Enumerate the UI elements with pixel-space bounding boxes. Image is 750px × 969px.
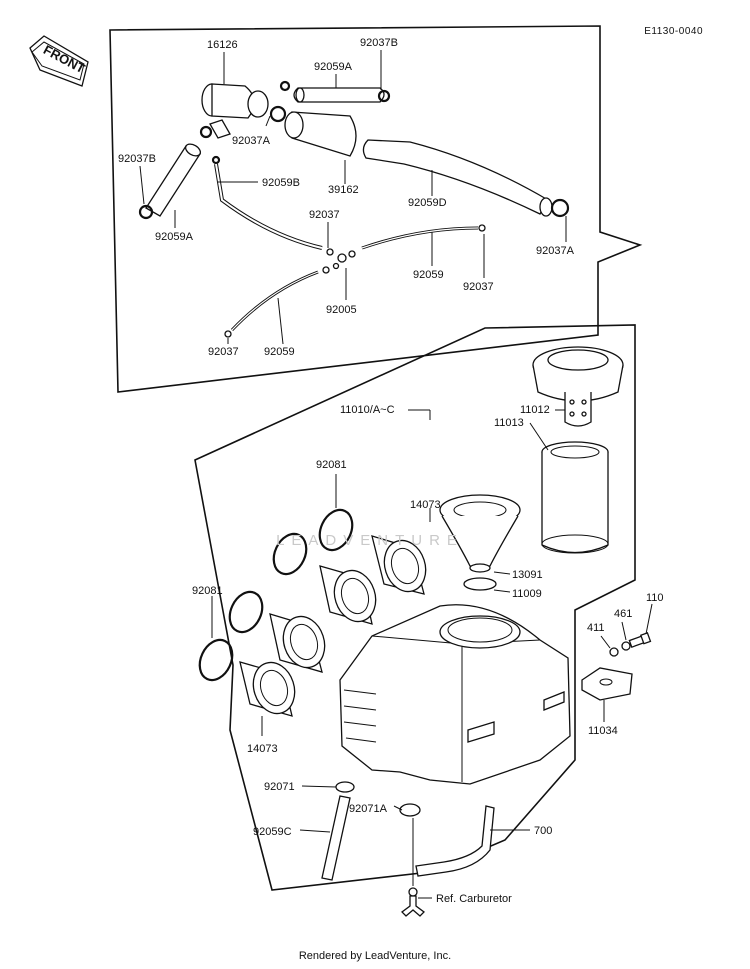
watermark-text: LEADVENTURE <box>276 532 464 549</box>
leader-lines <box>139 50 653 899</box>
label-11012: 11012 <box>520 404 550 416</box>
label-92037-mid: 92037 <box>309 209 340 221</box>
label-ref-carburetor: Ref. Carburetor <box>436 893 512 905</box>
label-11009: 11009 <box>512 588 542 600</box>
cap-92037-right <box>478 224 486 232</box>
label-461: 461 <box>614 608 632 620</box>
clamp-small-left-top <box>199 125 221 165</box>
part-92081-oring-3 <box>228 590 264 634</box>
clamp-92037B-small <box>279 80 291 92</box>
part-labels: 16126 92037B 92059A 92037A 92037B 92059B… <box>118 37 664 905</box>
label-92037B-top: 92037B <box>360 37 398 49</box>
part-13091-funnel <box>439 494 521 573</box>
part-11013-filter-element <box>541 441 609 554</box>
label-92059A-left: 92059A <box>155 231 194 243</box>
part-700-hose <box>415 805 495 877</box>
front-arrow-badge: FRONT <box>29 35 89 87</box>
part-11034-bracket <box>581 667 633 701</box>
label-411: 411 <box>587 622 605 634</box>
label-92059C: 92059C <box>253 826 292 838</box>
part-11010-air-box <box>339 604 571 785</box>
label-92059A-top: 92059A <box>314 61 353 73</box>
part-110-bolt <box>628 632 652 648</box>
part-92081-oring-1 <box>318 508 354 552</box>
part-14073-duct-2 <box>319 565 377 625</box>
label-92037B-left: 92037B <box>118 153 156 165</box>
label-11034: 11034 <box>588 725 618 737</box>
label-11010: 11010/A~C <box>340 404 395 416</box>
label-110: 110 <box>646 592 664 604</box>
diagram-code: E1130-0040 <box>644 26 703 37</box>
label-92059-right: 92059 <box>413 269 444 281</box>
clamp-92037B-top <box>377 89 391 103</box>
label-16126: 16126 <box>207 39 238 51</box>
part-92059A-hose-left <box>145 143 202 217</box>
label-13091: 13091 <box>512 569 543 581</box>
part-92071-grommet <box>335 781 355 793</box>
part-92059D-hose <box>362 139 553 217</box>
part-11012-cleaner-cap <box>532 346 624 427</box>
clamp-92037B-left <box>138 204 154 220</box>
label-92059-bottom: 92059 <box>264 346 295 358</box>
clamp-92037A-left <box>269 105 287 123</box>
part-11009-washer <box>463 577 497 591</box>
label-92081-top: 92081 <box>316 459 347 471</box>
part-92059C-drain-hose <box>321 795 351 881</box>
part-16126-breather-body <box>201 83 269 139</box>
part-92071A-grommet <box>399 803 421 817</box>
part-461-washer <box>621 641 631 651</box>
label-92071A: 92071A <box>349 803 388 815</box>
label-92037-bottom: 92037 <box>208 346 239 358</box>
part-92059-tube-right <box>361 226 479 250</box>
part-92005-fitting <box>322 248 356 274</box>
label-92081-left: 92081 <box>192 585 223 597</box>
label-92037-right: 92037 <box>463 281 494 293</box>
clamp-92037A-right <box>550 198 570 218</box>
upper-assembly-frame <box>109 25 643 393</box>
label-39162: 39162 <box>328 184 359 196</box>
part-92059A-hose-top <box>293 87 385 103</box>
label-92037A-right: 92037A <box>536 245 575 257</box>
lower-assembly-frame <box>194 324 636 891</box>
part-92081-oring-2 <box>272 532 308 576</box>
label-92005: 92005 <box>326 304 357 316</box>
label-14073-top: 14073 <box>410 499 441 511</box>
render-credit: Rendered by LeadVenture, Inc. <box>298 950 452 962</box>
part-92081-oring-4 <box>198 638 234 682</box>
part-92059-tube-bottom <box>230 270 319 332</box>
label-92071: 92071 <box>264 781 295 793</box>
label-92059D: 92059D <box>408 197 447 209</box>
part-14073-duct-3 <box>269 613 326 673</box>
part-14073-duct-4 <box>239 661 296 717</box>
cap-92037-bottom <box>224 330 232 338</box>
label-92037A-left: 92037A <box>232 135 271 147</box>
label-14073-bottom: 14073 <box>247 743 278 755</box>
label-92059B: 92059B <box>262 177 300 189</box>
part-39162-duct <box>284 111 357 157</box>
part-14073-duct-1 <box>371 535 427 595</box>
label-700: 700 <box>534 825 552 837</box>
y-connector-carburetor <box>401 887 425 917</box>
label-11013: 11013 <box>494 417 524 429</box>
part-411-washer <box>609 647 619 657</box>
